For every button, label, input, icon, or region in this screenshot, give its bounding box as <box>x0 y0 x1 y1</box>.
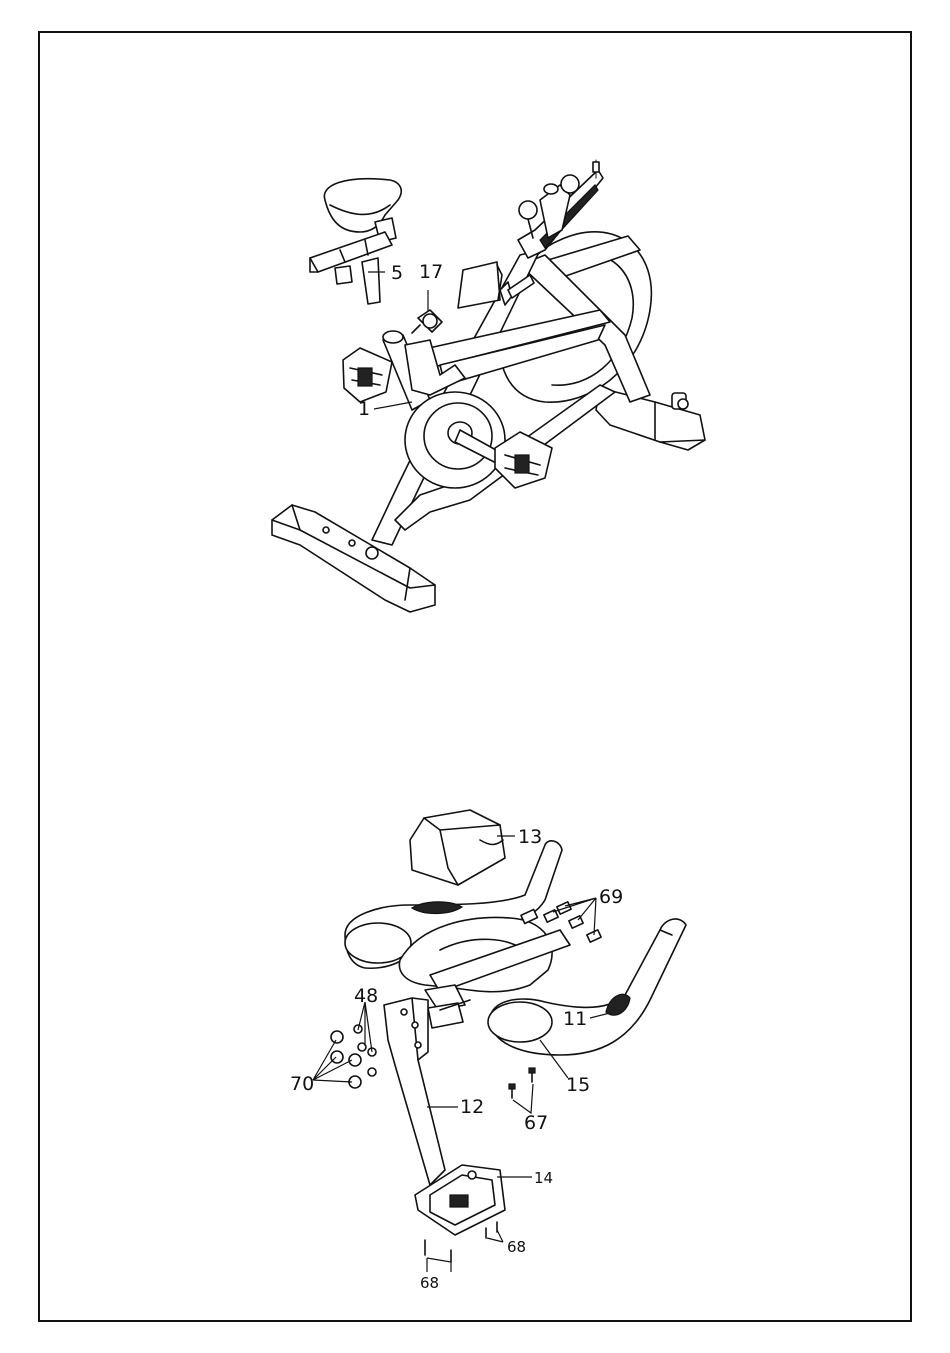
leader-1 <box>374 402 412 409</box>
label-part-68-bottom: 68 <box>420 1274 439 1292</box>
bike-assembly-figure: 5 17 1 <box>272 160 705 612</box>
rear-stabilizer <box>596 388 705 450</box>
label-part-70: 70 <box>290 1073 314 1095</box>
crank-wheel <box>405 392 505 488</box>
label-part-17: 17 <box>419 261 443 283</box>
label-part-69: 69 <box>599 886 623 908</box>
label-part-48: 48 <box>354 985 378 1007</box>
label-part-15: 15 <box>566 1074 590 1096</box>
console-cover <box>410 810 505 885</box>
label-part-11: 11 <box>563 1008 587 1030</box>
label-part-14: 14 <box>534 1169 553 1187</box>
seat-post-assembly <box>310 179 401 304</box>
label-part-68-right: 68 <box>507 1238 526 1256</box>
left-pedal <box>343 348 392 402</box>
adjustment-knob <box>412 310 442 333</box>
label-part-13: 13 <box>518 826 542 848</box>
label-part-67: 67 <box>524 1112 548 1134</box>
label-part-12: 12 <box>460 1096 484 1118</box>
screws-67 <box>509 1068 535 1098</box>
handlebar-assembly-figure: 13 69 11 15 48 70 12 67 14 68 68 <box>290 810 686 1292</box>
label-part-5: 5 <box>391 262 403 284</box>
label-part-1: 1 <box>358 398 370 420</box>
